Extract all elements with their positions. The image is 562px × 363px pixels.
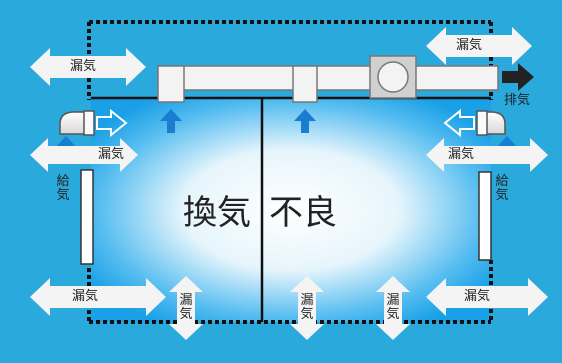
exhaust-duct — [157, 55, 499, 103]
room-interior — [91, 98, 491, 322]
supply-label-left: 給気 — [56, 174, 70, 203]
leak-label-floor-3: 漏気 — [386, 293, 400, 322]
title-right: 不良 — [269, 193, 337, 233]
leak-label-floor-2: 漏気 — [300, 293, 314, 322]
leak-label-floor-1: 漏気 — [179, 293, 193, 322]
window-left — [80, 169, 94, 265]
leak-label-top-left: 漏気 — [70, 59, 97, 74]
inflow-arrow-right — [443, 108, 475, 138]
right-supply-vent — [476, 110, 506, 136]
leak-label-mid-right: 漏気 — [448, 147, 475, 162]
supply-label-right: 給気 — [495, 174, 509, 203]
exhaust-arrow — [502, 63, 534, 91]
window-right — [478, 171, 492, 261]
leak-arrows-vertical — [169, 276, 410, 340]
title-left: 換気 — [183, 193, 251, 233]
left-supply-vent — [59, 110, 95, 136]
leak-label-top-right: 漏気 — [456, 38, 483, 53]
inflow-arrow-left — [96, 108, 128, 138]
leak-arrows-horizontal — [30, 27, 548, 316]
exhaust-label: 排気 — [504, 93, 531, 108]
leak-label-bottom-left: 漏気 — [72, 289, 99, 304]
leak-label-bottom-right: 漏気 — [464, 289, 491, 304]
leak-label-mid-left: 漏気 — [98, 147, 125, 162]
